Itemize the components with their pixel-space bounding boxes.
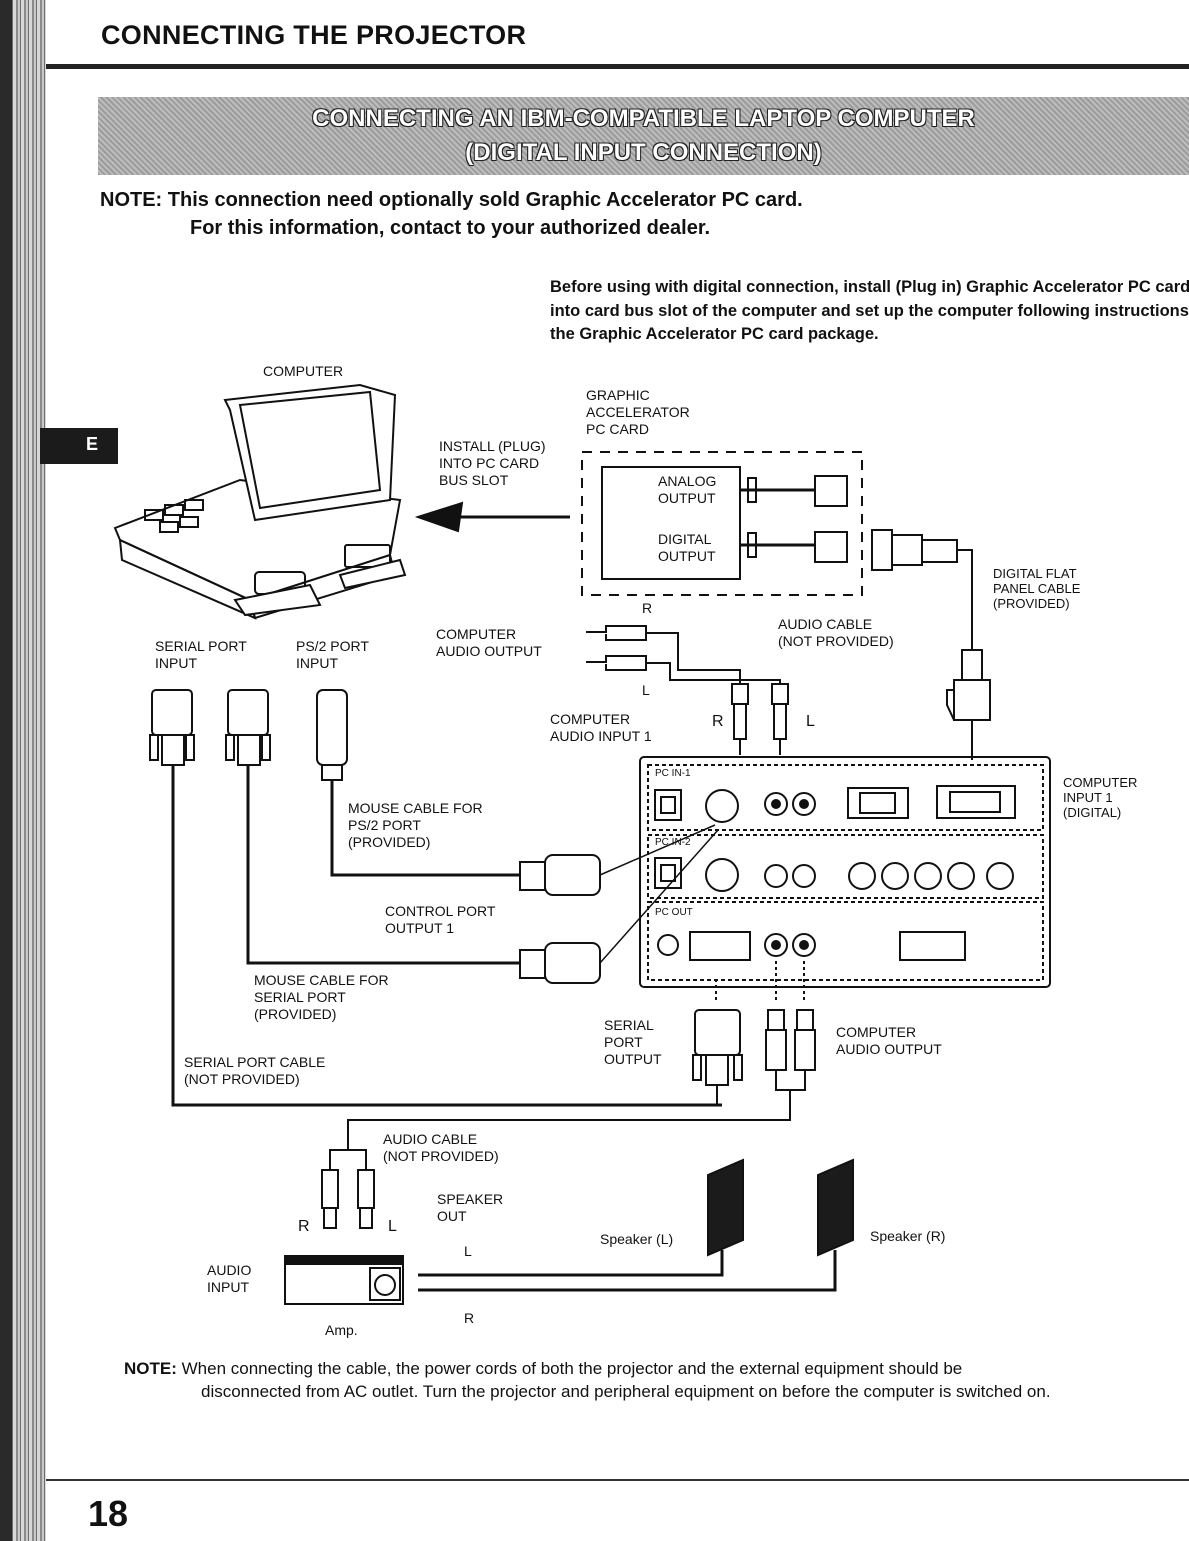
section-banner: CONNECTING AN IBM-COMPATIBLE LAPTOP COMP… bbox=[98, 97, 1189, 175]
serial-port-input-label: SERIAL PORT INPUT bbox=[155, 638, 247, 671]
page-number: 18 bbox=[88, 1493, 129, 1534]
analog-output-label: ANALOG OUTPUT bbox=[658, 473, 717, 506]
computer-audio-output-bottom-label: COMPUTER AUDIO OUTPUT bbox=[836, 1024, 942, 1057]
audio-cable-bottom-label: AUDIO CABLE (NOT PROVIDED) bbox=[383, 1131, 499, 1164]
audio-cable-top-label: AUDIO CABLE (NOT PROVIDED) bbox=[778, 616, 894, 649]
digital-cable-label: DIGITAL FLAT PANEL CABLE (PROVIDED) bbox=[993, 566, 1081, 611]
note-bottom-line1: When connecting the cable, the power cor… bbox=[181, 1359, 963, 1378]
serial-port-output-label: SERIAL PORT OUTPUT bbox=[604, 1017, 662, 1067]
mouse-serial-label: MOUSE CABLE FOR SERIAL PORT (PROVIDED) bbox=[254, 972, 389, 1022]
note-top-line1: NOTE: This connection need optionally so… bbox=[100, 189, 803, 211]
speaker-out-label: SPEAKER OUT bbox=[437, 1191, 504, 1224]
banner-subtitle: (DIGITAL INPUT CONNECTION) bbox=[465, 139, 822, 166]
note-top-line2: For this information, contact to your au… bbox=[190, 217, 711, 239]
amp-label: Amp. bbox=[325, 1322, 358, 1338]
banner-title: CONNECTING AN IBM-COMPATIBLE LAPTOP COMP… bbox=[312, 105, 975, 132]
r-amp-label: R bbox=[298, 1218, 310, 1235]
computer-audio-output-top-label: COMPUTER AUDIO OUTPUT bbox=[436, 626, 542, 659]
page-title: CONNECTING THE PROJECTOR bbox=[101, 20, 527, 50]
note-top: NOTE: This connection need optionally so… bbox=[100, 186, 803, 242]
computer-audio-input-label: COMPUTER AUDIO INPUT 1 bbox=[550, 711, 652, 744]
title-divider bbox=[46, 64, 1189, 69]
section-tab-letter: E bbox=[86, 434, 99, 454]
mouse-ps2-label: MOUSE CABLE FOR PS/2 PORT (PROVIDED) bbox=[348, 800, 483, 850]
l-mid-label: L bbox=[806, 713, 815, 730]
ps2-port-input-label: PS/2 PORT INPUT bbox=[296, 638, 369, 671]
note-bottom: NOTE: When connecting the cable, the pow… bbox=[124, 1357, 1189, 1403]
port-label-pc-out: PC OUT bbox=[655, 907, 693, 918]
note-bottom-line2: disconnected from AC outlet. Turn the pr… bbox=[201, 1382, 1051, 1401]
audio-input-label: AUDIO INPUT bbox=[207, 1262, 252, 1295]
footer-divider bbox=[46, 1479, 1189, 1481]
l-top-label: L bbox=[642, 682, 650, 698]
instruction-text: Before using with digital connection, in… bbox=[550, 278, 1189, 343]
l-amp-label: L bbox=[388, 1218, 397, 1235]
section-tab: E bbox=[40, 428, 118, 464]
laptop-illustration bbox=[113, 383, 407, 620]
graphic-card-label: GRAPHIC ACCELERATOR PC CARD bbox=[586, 387, 690, 437]
r-top-label: R bbox=[642, 600, 653, 616]
speaker-l-label: Speaker (L) bbox=[600, 1231, 674, 1247]
l-speaker-label: L bbox=[464, 1243, 472, 1259]
r-mid-label: R bbox=[712, 713, 724, 730]
serial-port-cable-label: SERIAL PORT CABLE (NOT PROVIDED) bbox=[184, 1054, 326, 1087]
port-label-pc-in-1: PC IN-1 bbox=[655, 768, 691, 779]
note-bottom-label: NOTE: bbox=[124, 1359, 177, 1378]
computer-input-1-label: COMPUTER INPUT 1 (DIGITAL) bbox=[1063, 775, 1138, 820]
speaker-r-label: Speaker (R) bbox=[870, 1228, 946, 1244]
r-speaker-label: R bbox=[464, 1310, 475, 1326]
install-label: INSTALL (PLUG) INTO PC CARD BUS SLOT bbox=[439, 438, 546, 488]
computer-label: COMPUTER bbox=[263, 363, 344, 379]
control-port-label: CONTROL PORT OUTPUT 1 bbox=[385, 903, 496, 936]
binding-shadow bbox=[0, 0, 12, 1541]
digital-output-label: DIGITAL OUTPUT bbox=[658, 531, 716, 564]
port-label-pc-in-2: PC IN-2 bbox=[655, 837, 691, 848]
